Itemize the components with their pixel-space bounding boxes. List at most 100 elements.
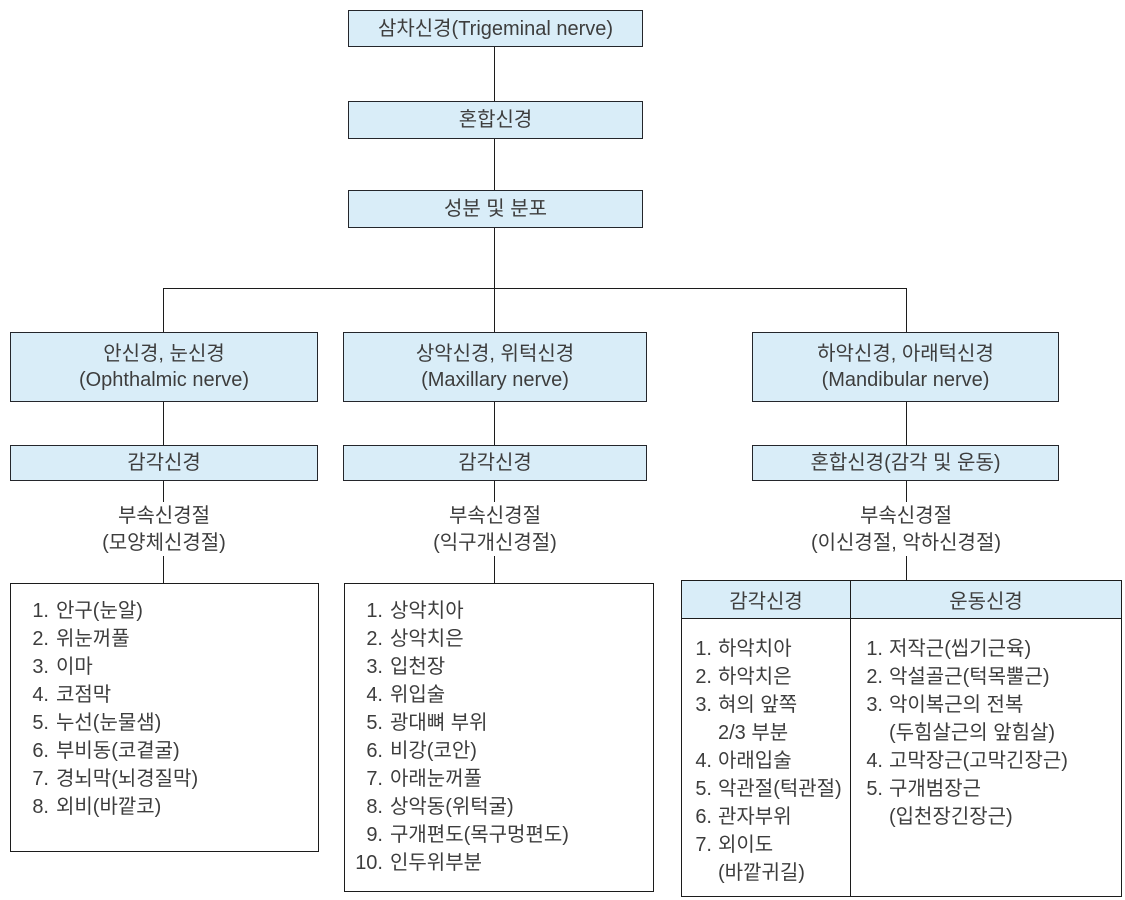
list-item: 10. 인두위부분 bbox=[345, 849, 653, 877]
list-item-number: 4. bbox=[366, 684, 383, 706]
list-item-number: 4. bbox=[32, 684, 49, 706]
connector-mixed-to-comp bbox=[494, 139, 495, 190]
list-item: 2.상악치은 bbox=[345, 625, 653, 653]
connector-branch-to-type-left bbox=[163, 402, 164, 445]
list-item: 1.상악치아 bbox=[345, 597, 653, 625]
connector-ganglion-to-list-left bbox=[163, 556, 164, 583]
type-mandibular-label: 혼합신경(감각 및 운동) bbox=[810, 452, 1001, 474]
branch-ophthalmic-node: 안신경, 눈신경 (Ophthalmic nerve) bbox=[10, 332, 318, 402]
type-mandibular-node: 혼합신경(감각 및 운동) bbox=[752, 445, 1059, 481]
list-item: 2. 하악치은 bbox=[682, 663, 850, 691]
list-item-number: 7. bbox=[695, 834, 712, 856]
connector-type-to-ganglion-left bbox=[163, 481, 164, 502]
list-item-number: 8. bbox=[366, 796, 383, 818]
connector-ganglion-to-table-right bbox=[906, 556, 907, 580]
root-node-label: 삼차신경(Trigeminal nerve) bbox=[377, 17, 614, 40]
list-item: (입천장긴장근) bbox=[851, 803, 1121, 831]
list-item-text: 악관절(턱관절) bbox=[718, 778, 842, 800]
branch-maxillary-title-ko: 상악신경, 위턱신경 bbox=[415, 343, 575, 365]
connector-ganglion-to-list-middle bbox=[494, 556, 495, 583]
node-components-distribution: 성분 및 분포 bbox=[348, 190, 643, 228]
connector-split-horizontal bbox=[163, 288, 907, 289]
list-item: 5.광대뼈 부위 bbox=[345, 709, 653, 737]
mandibular-table-header-motor: 운동신경 bbox=[851, 581, 1121, 618]
list-item-text: 인두위부분 bbox=[390, 852, 482, 874]
list-item-text: 관자부위 bbox=[718, 806, 792, 828]
list-item: 4.위입술 bbox=[345, 681, 653, 709]
list-item-number: 6. bbox=[366, 740, 383, 762]
list-item-text: 입천장 bbox=[390, 656, 446, 678]
list-item-text: 상악치은 bbox=[390, 628, 464, 650]
list-item-text: 2/3 부분 bbox=[718, 722, 789, 744]
list-item-text: 비강(코안) bbox=[390, 740, 477, 762]
list-item-number: 3. bbox=[695, 694, 712, 716]
list-item: 4.아래입술 bbox=[682, 747, 850, 775]
ganglion-mandibular-line1: 부속신경절 bbox=[860, 505, 952, 527]
list-item-text: 위눈꺼풀 bbox=[56, 628, 130, 650]
connector-branch-to-type-middle bbox=[494, 402, 495, 445]
node-components-distribution-label: 성분 및 분포 bbox=[443, 198, 548, 220]
list-item-text: 누선(눈물샘) bbox=[56, 712, 162, 734]
list-item-text: 아래입술 bbox=[718, 750, 792, 772]
branch-ophthalmic-title-en: (Ophthalmic nerve) bbox=[78, 369, 250, 391]
list-item-text: 악이복근의 전복 bbox=[889, 694, 1024, 716]
list-item-number: 5. bbox=[866, 778, 883, 800]
list-item: 5. 악관절(턱관절) bbox=[682, 775, 850, 803]
branch-mandibular-node: 하악신경, 아래턱신경 (Mandibular nerve) bbox=[752, 332, 1059, 402]
ganglion-label-maxillary: 부속신경절 (익구개신경절) bbox=[345, 503, 645, 557]
list-item-number bbox=[851, 719, 883, 747]
list-item-number: 1. bbox=[32, 600, 49, 622]
list-item-number: 2. bbox=[695, 666, 712, 688]
list-item-text: 외이도 bbox=[718, 834, 774, 856]
list-item-number: 10. bbox=[355, 852, 383, 874]
type-maxillary-label: 감각신경 bbox=[458, 452, 532, 474]
list-item: 2/3 부분 bbox=[682, 719, 850, 747]
list-item-number bbox=[682, 719, 712, 747]
connector-type-to-ganglion-middle bbox=[494, 481, 495, 502]
list-item: 3.이마 bbox=[11, 653, 318, 681]
list-item: 4. 코점막 bbox=[11, 681, 318, 709]
list-item-text: 혀의 앞쪽 bbox=[718, 694, 798, 716]
list-item-text: 외비(바깥코) bbox=[56, 796, 162, 818]
list-item-number bbox=[851, 803, 883, 831]
branch-mandibular-title-en: (Mandibular nerve) bbox=[821, 369, 990, 391]
list-item: 7.경뇌막(뇌경질막) bbox=[11, 765, 318, 793]
root-node-trigeminal-nerve: 삼차신경(Trigeminal nerve) bbox=[348, 10, 643, 47]
list-item-text: 경뇌막(뇌경질막) bbox=[56, 768, 199, 790]
list-item: 6. 비강(코안) bbox=[345, 737, 653, 765]
ganglion-maxillary-line1: 부속신경절 bbox=[449, 505, 541, 527]
connector-branch-to-type-right bbox=[906, 402, 907, 445]
ganglion-label-ophthalmic: 부속신경절 (모양체신경절) bbox=[14, 503, 314, 557]
list-item: 6.관자부위 bbox=[682, 803, 850, 831]
connector-type-to-ganglion-right bbox=[906, 481, 907, 502]
list-item-text: 이마 bbox=[56, 656, 93, 678]
list-item-text: (입천장긴장근) bbox=[889, 806, 1013, 828]
type-ophthalmic-node: 감각신경 bbox=[10, 445, 318, 481]
list-item-number: 8. bbox=[32, 796, 49, 818]
list-item-number: 1. bbox=[366, 600, 383, 622]
list-item-text: 구개범장근 bbox=[889, 778, 981, 800]
list-item-number: 5. bbox=[366, 712, 383, 734]
list-item-number: 5. bbox=[695, 778, 712, 800]
list-item-number: 9. bbox=[366, 824, 383, 846]
list-item-text: 하악치아 bbox=[718, 638, 792, 660]
list-item-text: 하악치은 bbox=[718, 666, 792, 688]
list-item: (두힘살근의 앞힘살) bbox=[851, 719, 1121, 747]
list-item-number: 5. bbox=[32, 712, 49, 734]
list-item: 5. 누선(눈물샘) bbox=[11, 709, 318, 737]
list-item: 3. 혀의 앞쪽 bbox=[682, 691, 850, 719]
list-item-text: 코점막 bbox=[56, 684, 112, 706]
list-item: (바깥귀길) bbox=[682, 859, 850, 887]
list-item-number: 2. bbox=[32, 628, 49, 650]
list-item-text: 고막장근(고막긴장근) bbox=[889, 750, 1068, 772]
list-item: 1.저작근(씹기근육) bbox=[851, 635, 1121, 663]
mandibular-table-header-row: 감각신경 운동신경 bbox=[682, 581, 1121, 619]
list-item: 1.안구(눈알) bbox=[11, 597, 318, 625]
list-item-text: 저작근(씹기근육) bbox=[889, 638, 1032, 660]
ganglion-ophthalmic-line2: (모양체신경절) bbox=[102, 532, 226, 554]
